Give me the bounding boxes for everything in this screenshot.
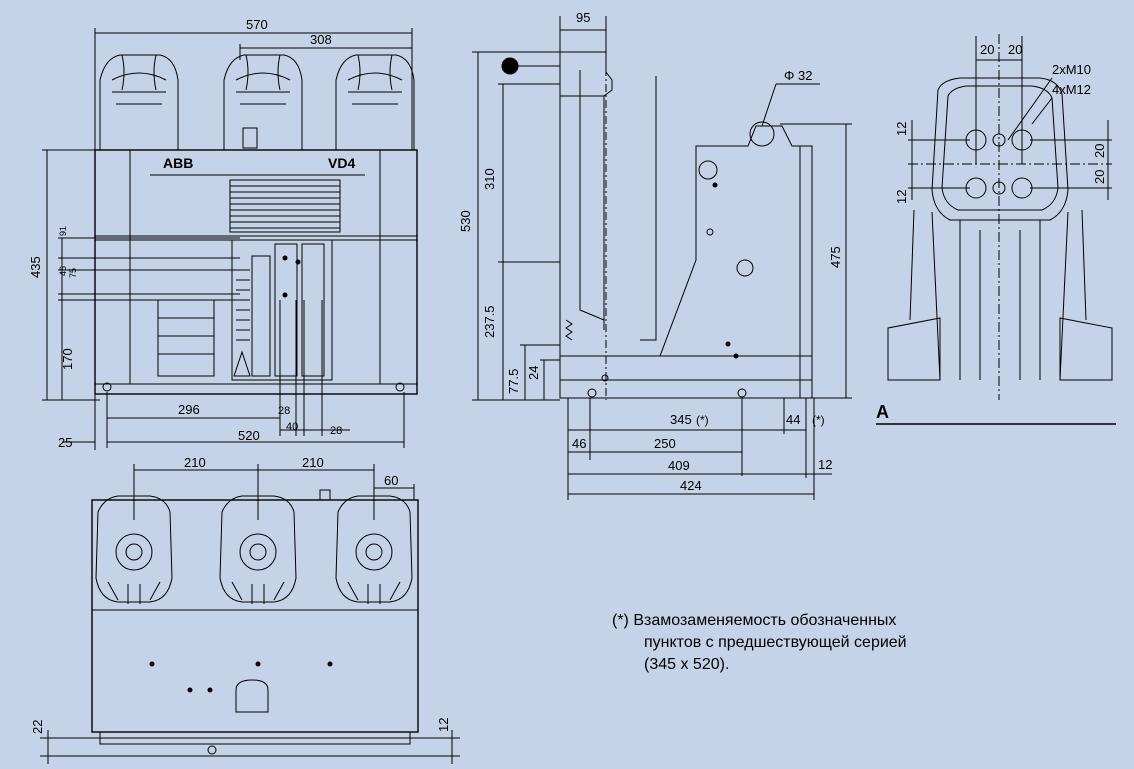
dim-side-46: 46 [572,436,586,451]
detail-view-a [876,34,1116,425]
dim-front-296: 296 [178,402,200,417]
dim-front-28b: 28 [330,425,342,437]
dim-front-28a: 28 [278,405,290,417]
dim-detail-20a: 20 [980,42,994,57]
dim-side-530: 530 [458,210,473,232]
dim-detail-12a: 12 [894,122,909,136]
dim-top-22: 22 [30,720,45,734]
footnote-line-1: (*) Взамозаменяемость обозначенных [612,612,897,629]
dim-side-phi32: Φ 32 [784,68,812,83]
front-view [42,28,418,450]
brand-label: ABB [163,155,193,171]
dim-front-40: 40 [286,421,298,433]
dim-side-44: 44 [786,412,800,427]
dim-detail-20c: 20 [1092,144,1107,158]
dim-front-520: 520 [238,428,260,443]
detail-label-a: A [876,402,889,422]
model-label: VD4 [328,155,355,171]
dim-side-95: 95 [576,10,590,25]
dim-side-star-a: (*) [696,413,709,427]
footnote-line-3: (345 x 520). [644,656,730,673]
dim-top-210a: 210 [184,455,206,470]
dim-top-60: 60 [384,473,398,488]
dim-front-46: 46 [58,266,68,276]
dim-top-12: 12 [436,718,451,732]
dim-front-75: 75 [68,268,78,278]
footnote: (*) Взамозаменяемость обозначенных пункт… [612,610,1052,676]
dim-detail-20d: 20 [1092,170,1107,184]
side-view [472,16,852,500]
dim-side-24: 24 [526,366,541,380]
top-view [40,464,460,764]
dim-side-345: 345 [670,412,692,427]
dim-side-310: 310 [482,168,497,190]
dim-detail-20b: 20 [1008,42,1022,57]
dim-detail-12b: 12 [894,190,909,204]
dim-front-91: 91 [58,226,68,236]
footnote-line-2: пунктов с предшествующей серией [644,634,907,651]
dim-side-424: 424 [680,478,702,493]
dim-side-77: 77.5 [506,369,521,394]
holes-label-m10: 2xM10 [1052,62,1091,77]
dim-front-570: 570 [246,17,268,32]
dim-side-12: 12 [818,457,832,472]
dim-front-308: 308 [310,32,332,47]
dim-side-250: 250 [654,436,676,451]
holes-label-m12: 4xM12 [1052,82,1091,97]
dim-front-435: 435 [28,256,43,278]
dim-side-409: 409 [668,458,690,473]
dim-front-170: 170 [60,348,75,370]
dim-side-237: 237.5 [482,305,497,338]
dim-side-475: 475 [828,246,843,268]
dim-side-star-b: (*) [812,413,825,427]
dim-top-210b: 210 [302,455,324,470]
dim-front-25: 25 [58,435,72,450]
